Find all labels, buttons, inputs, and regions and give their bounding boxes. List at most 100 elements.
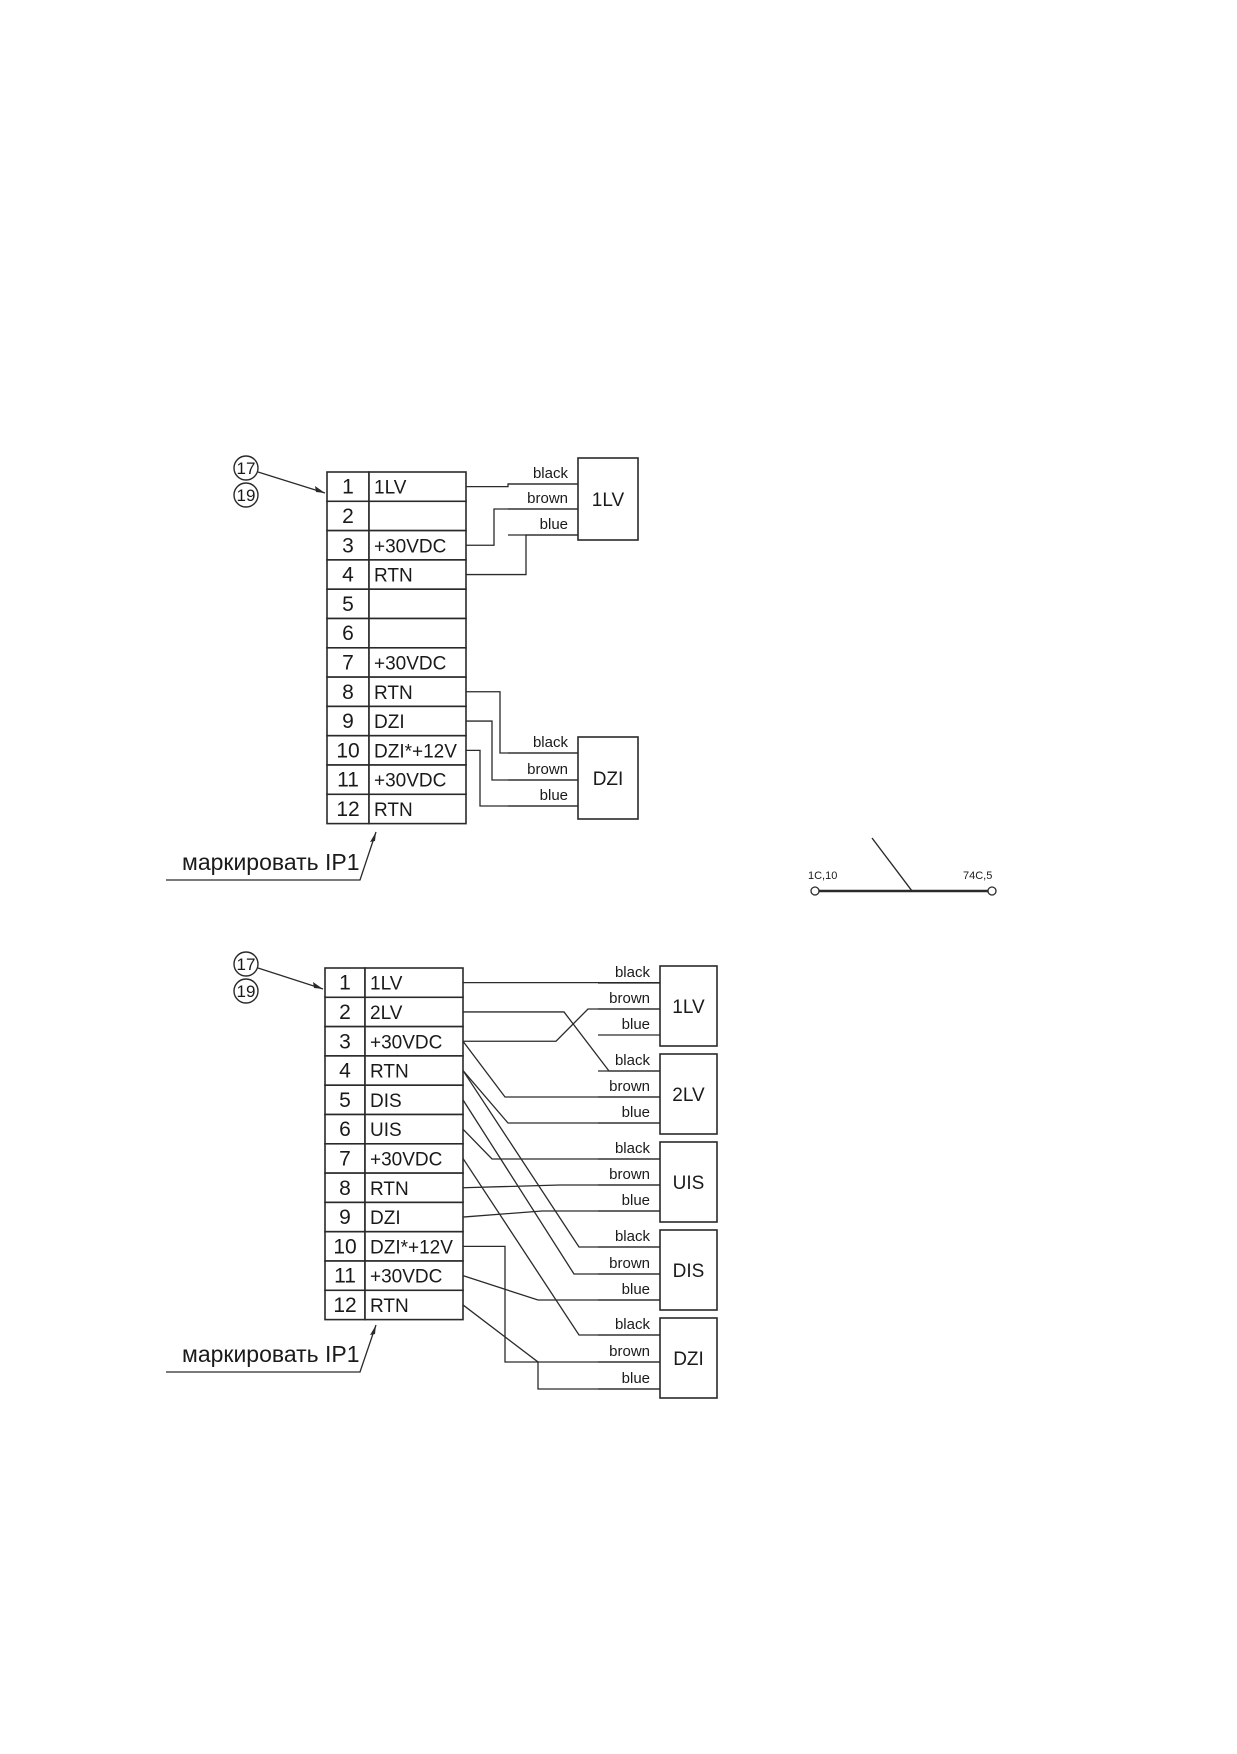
terminal-number: 9 (339, 1206, 351, 1229)
terminal-number-cell (324, 1113, 366, 1145)
terminal-row: 11 +30VDC (324, 1260, 464, 1292)
terminal-row: 2 (326, 500, 467, 532)
interconnect-wire (462, 1210, 660, 1218)
terminal-row: 3 +30VDC (326, 529, 467, 561)
interconnect-wire (462, 1275, 660, 1301)
terminal-number: 12 (333, 1294, 356, 1317)
wire-color-label: blue (622, 1192, 650, 1209)
terminal-row: 4 RTN (326, 559, 467, 591)
terminal-signal-label: 1LV (370, 974, 403, 995)
side-link-left-label: 1C,10 (808, 870, 837, 882)
terminal-signal-label: 2LV (370, 1003, 403, 1024)
device-label: DZI (673, 1349, 704, 1370)
device-box-dis (659, 1229, 718, 1311)
side-link: 1C,10 74C,5 (808, 837, 997, 896)
callout-arrow-line (257, 967, 324, 990)
terminal-signal-label: +30VDC (374, 771, 446, 792)
terminal-number: 4 (339, 1060, 351, 1083)
terminal-signal-label: 1LV (374, 478, 407, 499)
terminal-signal-cell (364, 1113, 464, 1145)
callout-circle (233, 482, 259, 508)
interconnect-wire (462, 1304, 660, 1390)
terminal-number: 12 (336, 798, 359, 821)
terminal-signal-label: +30VDC (370, 1149, 442, 1170)
terminal-number: 3 (342, 534, 354, 557)
device-label: 1LV (672, 997, 705, 1018)
terminal-signal-cell (368, 588, 467, 620)
terminal-signal-cell (368, 676, 467, 708)
wire-color-label: black (615, 1316, 651, 1333)
wire-color-label: black (615, 964, 651, 981)
terminal-signal-label: +30VDC (374, 653, 446, 674)
wire-color-label: blue (622, 1281, 650, 1298)
interconnect-wire (466, 720, 578, 781)
wire-color-label: blue (540, 516, 568, 533)
marking-leader-arrow (370, 832, 376, 842)
terminal-signal-cell (368, 529, 467, 561)
wire-color-label: brown (527, 761, 568, 778)
callout-number: 17 (237, 459, 256, 478)
device-label: DIS (673, 1261, 705, 1282)
terminal-number: 8 (342, 681, 354, 704)
terminal-signal-label: +30VDC (374, 536, 446, 557)
interconnect-wire (466, 749, 578, 807)
terminal-number: 5 (342, 593, 354, 616)
terminal-signal-cell (368, 617, 467, 649)
terminal-number-cell (324, 1055, 366, 1087)
terminal-row: 10 DZI*+12V (326, 734, 467, 766)
wire-color-label: blue (622, 1370, 650, 1387)
terminal-number: 2 (342, 505, 354, 528)
interconnect-wire (462, 1158, 660, 1336)
terminal-signal-cell (364, 1172, 464, 1204)
callout-arrow-head (315, 486, 325, 493)
terminal-number: 7 (339, 1147, 351, 1170)
interconnect-wire (462, 1040, 660, 1098)
device-label: UIS (673, 1173, 705, 1194)
interconnect-wire (462, 1099, 660, 1275)
terminal-number: 11 (334, 1265, 356, 1288)
terminal-number-cell (326, 764, 370, 796)
terminal-number-cell (324, 1143, 366, 1174)
terminal-signal-cell (364, 967, 464, 999)
marking-label: маркировать IP1 (182, 1341, 360, 1367)
device-label: 1LV (592, 490, 625, 511)
terminal-number-cell (326, 705, 370, 737)
marking-leader-line (166, 1324, 377, 1373)
interconnect-wire (462, 1184, 660, 1189)
interconnect-wire (462, 1128, 660, 1160)
terminal-number: 4 (342, 564, 354, 587)
interconnect-wire (466, 691, 578, 754)
terminal-row: 6 (326, 617, 467, 649)
callout-circle (233, 951, 259, 977)
terminal-signal-label: RTN (370, 1062, 409, 1083)
terminal-signal-label: +30VDC (370, 1032, 442, 1053)
terminal-number: 1 (339, 972, 351, 995)
wire-color-label: brown (609, 990, 650, 1007)
terminal-row: 7 +30VDC (324, 1143, 464, 1174)
terminal-signal-label: +30VDC (370, 1267, 442, 1288)
wire-color-label: black (533, 734, 569, 751)
interconnect-wire (463, 1008, 660, 1042)
terminal-signal-label: UIS (370, 1120, 402, 1141)
terminal-signal-label: DZI*+12V (374, 741, 457, 762)
terminal-number: 7 (342, 651, 354, 674)
wire-color-label: blue (622, 1016, 650, 1033)
terminal-number: 5 (339, 1089, 351, 1112)
wire-color-label: brown (609, 1255, 650, 1272)
callout-arrow-head (313, 982, 323, 989)
terminal-number: 10 (336, 739, 359, 762)
terminal-signal-label: RTN (374, 683, 413, 704)
terminal-signal-cell (364, 1260, 464, 1292)
marking-leader-arrow (370, 1325, 376, 1335)
interconnect-wire (463, 1245, 660, 1363)
terminal-signal-label: RTN (374, 566, 413, 587)
